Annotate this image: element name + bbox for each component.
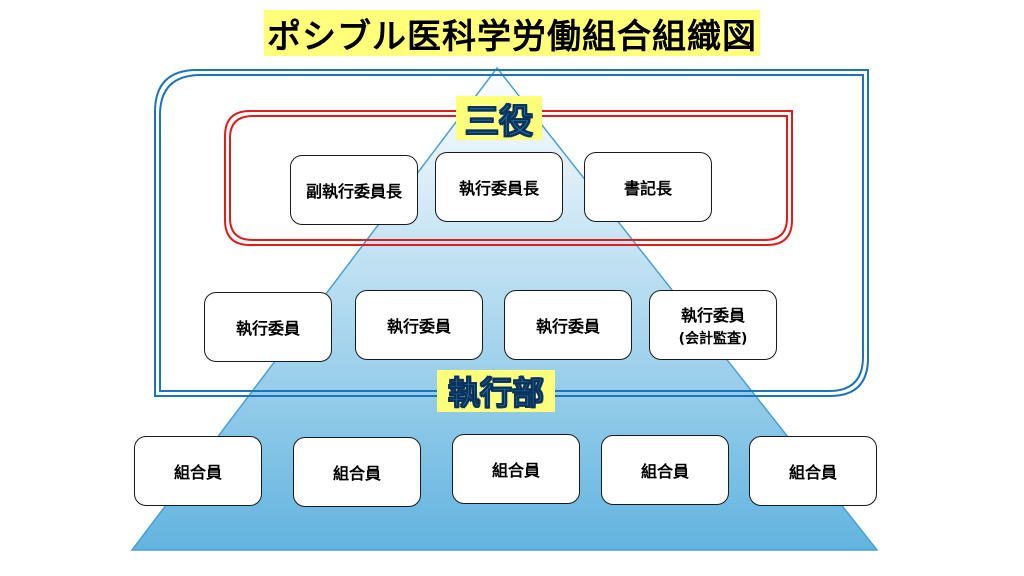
executive-member-box: 執行委員 <box>504 290 632 360</box>
role-label: 執行委員長 <box>458 179 539 198</box>
union-member-box: 組合員 <box>749 436 877 506</box>
member-sublabel: (会計監査) <box>678 331 748 347</box>
union-member-box: 組合員 <box>134 436 262 506</box>
group-label-shikkobu: 執行部 <box>437 370 555 412</box>
member-label: 組合員 <box>173 463 222 482</box>
executive-member-box: 執行委員 <box>204 292 332 362</box>
union-member-box: 組合員 <box>293 437 421 507</box>
member-label: 組合員 <box>491 461 540 480</box>
member-label: 執行委員 <box>535 317 600 336</box>
chart-title: ポシブル医科学労働組合組織図 <box>264 10 760 57</box>
role-box-secretary-general: 書記長 <box>584 152 712 222</box>
executive-member-box: 執行委員 <box>355 290 483 360</box>
role-box-vice-chair: 副執行委員長 <box>290 155 418 225</box>
member-label: 執行委員 <box>235 319 300 338</box>
member-label: 組合員 <box>788 463 837 482</box>
member-label: 執行委員 <box>680 306 745 325</box>
sanyaku-frame-outer <box>224 110 793 246</box>
member-label: 組合員 <box>332 464 381 483</box>
executive-member-box-auditor: 執行委員 (会計監査) <box>649 290 777 360</box>
executive-frame-outer <box>154 69 869 397</box>
member-label: 執行委員 <box>386 317 451 336</box>
union-member-box: 組合員 <box>452 434 580 504</box>
group-label-sanyaku: 三役 <box>456 96 542 142</box>
role-label: 副執行委員長 <box>305 182 402 201</box>
role-label: 書記長 <box>623 179 672 198</box>
role-box-chair: 執行委員長 <box>435 152 563 222</box>
sanyaku-frame-inner <box>229 115 788 241</box>
member-label: 組合員 <box>640 462 689 481</box>
union-member-box: 組合員 <box>601 435 729 505</box>
